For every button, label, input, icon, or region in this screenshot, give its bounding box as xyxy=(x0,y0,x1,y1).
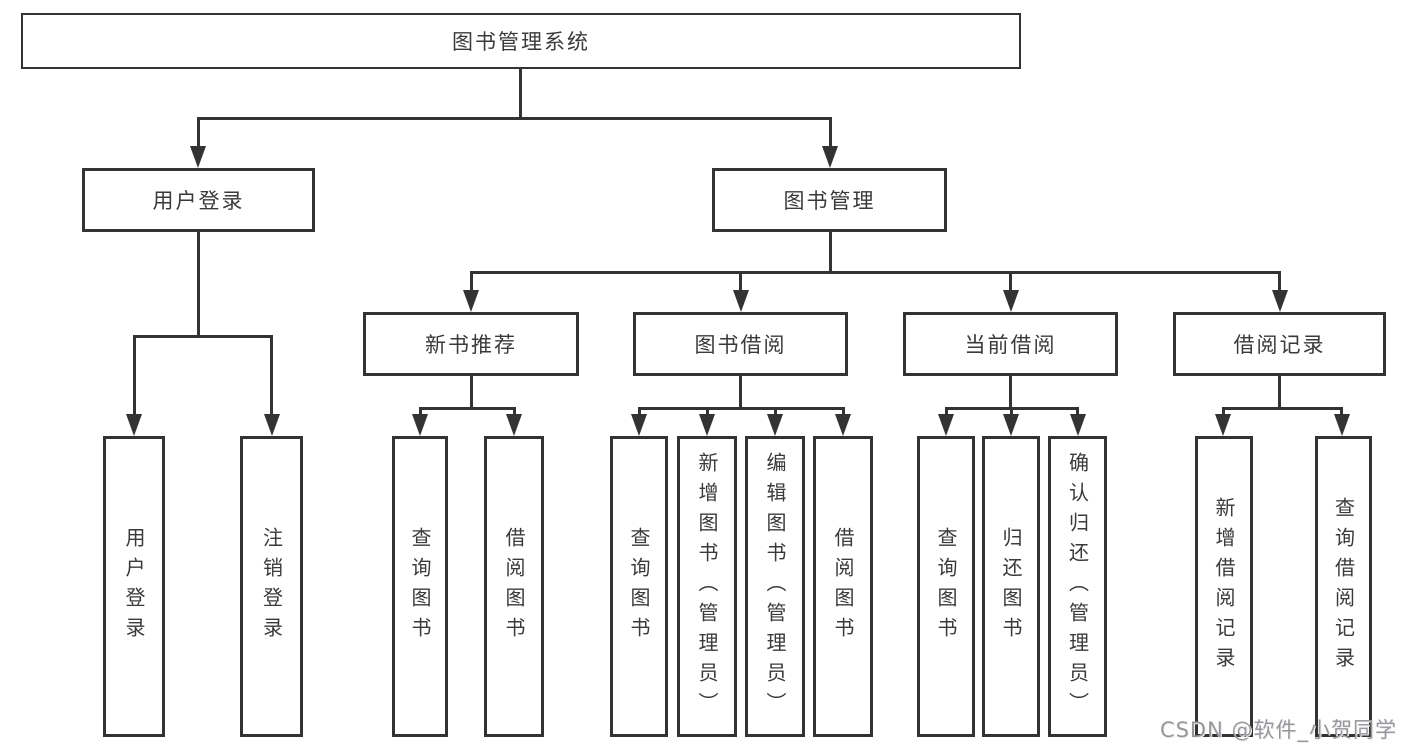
node-borrowing-records: 借阅记录 xyxy=(1173,312,1386,376)
leaf-query-borrow-record: 查询借阅记录 xyxy=(1315,436,1372,737)
node-label: 图书管理 xyxy=(783,189,876,213)
arrow-down-icon xyxy=(263,414,280,436)
connector-book-mgmt-shaft xyxy=(828,118,832,150)
arrow-down-icon xyxy=(126,414,142,436)
connector-l3-shaft xyxy=(1278,272,1281,294)
node-new-book-recommend: 新书推荐 xyxy=(363,312,579,376)
node-library-management-system: 图书管理系统 xyxy=(21,13,1021,69)
connector-level1-rail xyxy=(196,116,832,120)
connector-stem xyxy=(1009,374,1012,409)
leaf-label: 归还图书 xyxy=(999,526,1023,647)
connector-user-login-shaft xyxy=(196,118,200,150)
leaf-label: 注销登录 xyxy=(259,526,284,647)
connector-root-stem xyxy=(518,67,522,120)
leaf-label: 查询图书 xyxy=(408,526,432,647)
leaf-label: 新增图书（管理员） xyxy=(695,451,719,722)
leaf-user-login: 用户登录 xyxy=(103,436,165,737)
arrow-down-icon xyxy=(1002,290,1019,312)
node-label: 图书借阅 xyxy=(694,333,787,357)
connector-stem xyxy=(469,374,473,409)
leaf-confirm-return-admin: 确认归还（管理员） xyxy=(1048,436,1107,737)
arrow-down-icon xyxy=(1215,414,1231,436)
connector-stem xyxy=(1278,374,1281,409)
arrow-down-icon xyxy=(190,146,206,168)
arrow-down-icon xyxy=(732,290,749,312)
connector-l3-shaft xyxy=(739,272,742,294)
leaf-borrow-books-recommend: 借阅图书 xyxy=(484,436,544,737)
leaf-query-books-current: 查询图书 xyxy=(917,436,975,737)
connector-rail xyxy=(637,406,845,410)
node-label: 新书推荐 xyxy=(425,333,517,357)
leaf-edit-books-admin: 编辑图书（管理员） xyxy=(745,436,805,737)
connector-rail xyxy=(1221,406,1343,410)
connector-stem xyxy=(739,374,742,409)
arrow-down-icon xyxy=(631,414,647,436)
arrow-down-icon xyxy=(699,414,715,436)
connector-level3-rail xyxy=(469,270,1281,274)
leaf-query-books-borrowing: 查询图书 xyxy=(610,436,668,737)
leaf-label: 查询借阅记录 xyxy=(1331,496,1356,677)
node-label: 图书管理系统 xyxy=(452,30,590,54)
arrow-down-icon xyxy=(835,414,851,436)
leaf-add-books-admin: 新增图书（管理员） xyxy=(677,436,737,737)
node-book-management: 图书管理 xyxy=(712,168,947,232)
leaf-label: 借阅图书 xyxy=(831,526,855,647)
connector-user-login-rail xyxy=(132,334,273,338)
leaf-label: 确认归还（管理员） xyxy=(1065,451,1090,722)
connector-l3-shaft xyxy=(469,272,473,294)
connector-leaf-shaft xyxy=(270,336,273,420)
node-current-borrowing: 当前借阅 xyxy=(903,312,1118,376)
leaf-label: 新增借阅记录 xyxy=(1212,496,1236,677)
node-label: 借阅记录 xyxy=(1233,333,1326,357)
leaf-label: 编辑图书（管理员） xyxy=(763,451,787,722)
arrow-down-icon xyxy=(1069,414,1086,436)
connector-user-login-stem xyxy=(196,231,200,337)
arrow-down-icon xyxy=(938,414,954,436)
leaf-label: 查询图书 xyxy=(627,526,651,647)
arrow-down-icon xyxy=(822,146,838,168)
arrow-down-icon xyxy=(463,290,479,312)
node-book-borrowing: 图书借阅 xyxy=(633,312,848,376)
arrow-down-icon xyxy=(767,414,783,436)
leaf-borrow-books-borrowing: 借阅图书 xyxy=(813,436,873,737)
arrow-down-icon xyxy=(1333,414,1350,436)
connector-rail xyxy=(418,406,516,410)
connector-l3-shaft xyxy=(1009,272,1012,294)
leaf-label: 用户登录 xyxy=(122,526,146,647)
leaf-query-books-recommend: 查询图书 xyxy=(392,436,448,737)
connector-leaf-shaft xyxy=(132,336,136,420)
leaf-logout: 注销登录 xyxy=(240,436,303,737)
connector-book-mgmt-stem xyxy=(828,230,832,274)
node-user-login: 用户登录 xyxy=(82,168,315,232)
leaf-label: 查询图书 xyxy=(934,526,958,647)
node-label: 用户登录 xyxy=(152,189,245,213)
node-label: 当前借阅 xyxy=(964,333,1057,357)
leaf-label: 借阅图书 xyxy=(502,526,526,647)
leaf-add-borrow-record: 新增借阅记录 xyxy=(1195,436,1253,737)
csdn-watermark: CSDN @软件_小贺同学 xyxy=(1159,718,1397,742)
arrow-down-icon xyxy=(1271,290,1288,312)
arrow-down-icon xyxy=(412,414,428,436)
arrow-down-icon xyxy=(506,414,522,436)
arrow-down-icon xyxy=(1003,414,1019,436)
leaf-return-books: 归还图书 xyxy=(982,436,1040,737)
